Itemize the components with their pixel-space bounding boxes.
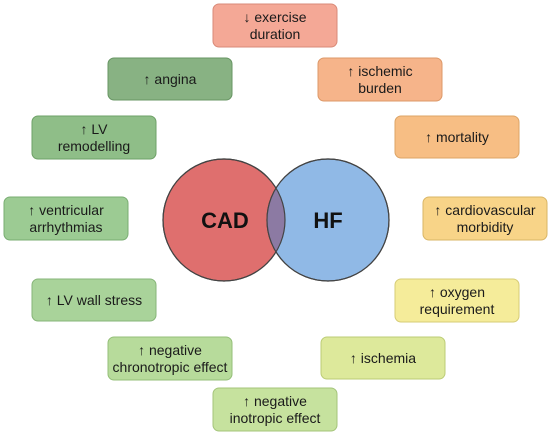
effect-box-negative-chronotropic-effect-line-1: ↑ negative — [138, 342, 202, 358]
effect-box-negative-chronotropic-effect-shape — [107, 336, 233, 381]
effect-box-lv-remodelling-line-2: remodelling — [58, 138, 130, 154]
effect-box-oxygen-requirement-line-2: requirement — [420, 301, 495, 317]
effect-box-lv-wall-stress: ↑ LV wall stress — [31, 278, 157, 322]
effect-box-cardiovascular-morbidity-shape — [422, 196, 548, 241]
effect-box-ischemic-burden-line-1: ↑ ischemic — [347, 63, 412, 79]
effect-box-cardiovascular-morbidity-line-2: morbidity — [457, 219, 514, 235]
effect-box-negative-inotropic-effect-line-1: ↑ negative — [243, 393, 307, 409]
effect-box-negative-inotropic-effect-shape — [212, 387, 338, 432]
effect-box-ischemia-line-1: ↑ ischemia — [350, 350, 416, 366]
effect-box-exercise-duration-line-1: ↓ exercise — [243, 9, 306, 25]
cad-label: CAD — [201, 208, 249, 233]
effect-box-lv-wall-stress-shape — [31, 278, 157, 322]
effect-box-angina-shape — [107, 57, 233, 101]
effect-box-ischemia: ↑ ischemia — [320, 336, 446, 380]
effect-box-ventricular-arrhythmias-line-2: arrhythmias — [29, 219, 102, 235]
effect-box-mortality-shape — [394, 115, 520, 159]
effect-box-exercise-duration-line-2: duration — [250, 26, 301, 42]
effect-box-mortality-line-1: ↑ mortality — [425, 129, 489, 145]
effect-box-lv-remodelling-line-1: ↑ LV — [81, 121, 109, 137]
effect-box-exercise-duration-shape — [212, 3, 338, 48]
hf-circle-outline — [266, 158, 390, 282]
effect-box-negative-inotropic-effect-line-2: inotropic effect — [230, 410, 321, 426]
cad-circle-outline — [162, 158, 286, 282]
effect-box-ischemic-burden-line-2: burden — [358, 80, 402, 96]
effect-box-oxygen-requirement-shape — [394, 278, 520, 323]
effect-box-ventricular-arrhythmias-line-1: ↑ ventricular — [28, 202, 104, 218]
hf-label: HF — [313, 208, 342, 233]
effect-box-oxygen-requirement-line-1: ↑ oxygen — [429, 284, 485, 300]
effect-box-angina-line-1: ↑ angina — [144, 71, 197, 87]
effect-box-negative-chronotropic-effect-line-2: chronotropic effect — [113, 359, 228, 375]
effect-box-mortality: ↑ mortality — [394, 115, 520, 159]
effect-box-ischemia-shape — [320, 336, 446, 380]
effect-box-lv-wall-stress-line-1: ↑ LV wall stress — [46, 292, 142, 308]
effect-box-ischemic-burden-shape — [317, 57, 443, 102]
effect-box-cardiovascular-morbidity-line-1: ↑ cardiovascular — [434, 202, 535, 218]
effect-box-lv-remodelling-shape — [31, 115, 157, 160]
effect-box-ventricular-arrhythmias-shape — [3, 196, 129, 241]
effect-box-angina: ↑ angina — [107, 57, 233, 101]
